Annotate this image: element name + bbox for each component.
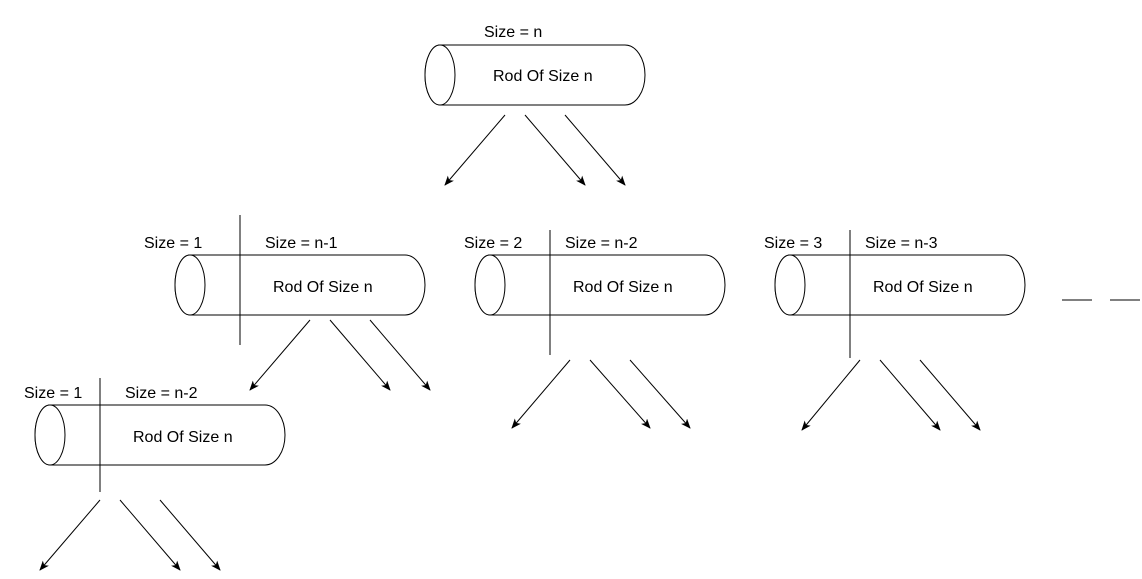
level1-1-arrow-left (249, 319, 311, 391)
level1-1-remaining-label: Size = n-1 (265, 235, 338, 252)
level1-2-cut-label: Size = 2 (464, 235, 522, 252)
level1-1-rod-cap (174, 254, 206, 316)
level1-2-arrow-right (629, 359, 691, 429)
root-arrow-right (564, 114, 626, 186)
level1-3-remaining-label: Size = n-3 (865, 235, 938, 252)
level1-3-rod-label: Rod Of Size n (873, 279, 973, 296)
level1-2-arrow-mid (589, 359, 651, 429)
level1-1-arrow-mid (329, 319, 391, 391)
root-rod-cap (424, 44, 456, 106)
level1-1-cut-label: Size = 1 (144, 235, 202, 252)
level2-1-remaining-label: Size = n-2 (125, 385, 198, 402)
level1-rod-node-1: Size = 1 Size = n-1 Rod Of Size n (144, 215, 431, 391)
level1-3-arrow-left (801, 359, 861, 431)
level1-3-arrow-right (919, 359, 981, 431)
level1-1-rod-label: Rod Of Size n (273, 279, 373, 296)
level1-3-cut-label: Size = 3 (764, 235, 822, 252)
level2-rod-node-1: Size = 1 Size = n-2 Rod Of Size n (24, 378, 286, 571)
level2-1-rod-cap (34, 404, 66, 466)
level1-2-remaining-label: Size = n-2 (565, 235, 638, 252)
level2-1-arrow-mid (119, 499, 181, 571)
level1-1-arrow-right (369, 319, 431, 391)
level2-1-arrow-right (159, 499, 221, 571)
level2-1-rod-label: Rod Of Size n (133, 429, 233, 446)
root-arrow-left (444, 114, 506, 186)
level2-1-cut-label: Size = 1 (24, 385, 82, 402)
root-rod-node: Size = n Rod Of Size n (424, 24, 646, 186)
root-arrow-mid (524, 114, 586, 186)
level1-3-arrow-mid (879, 359, 941, 431)
level1-2-rod-cap (474, 254, 506, 316)
root-size-label: Size = n (484, 24, 542, 41)
root-rod-label: Rod Of Size n (493, 68, 593, 85)
level1-2-arrow-left (511, 359, 571, 429)
level1-3-rod-cap (774, 254, 806, 316)
level1-rod-node-2: Size = 2 Size = n-2 Rod Of Size n (464, 230, 726, 429)
level1-2-rod-label: Rod Of Size n (573, 279, 673, 296)
level2-1-arrow-left (39, 499, 101, 571)
level1-rod-node-3: Size = 3 Size = n-3 Rod Of Size n (764, 230, 1026, 431)
